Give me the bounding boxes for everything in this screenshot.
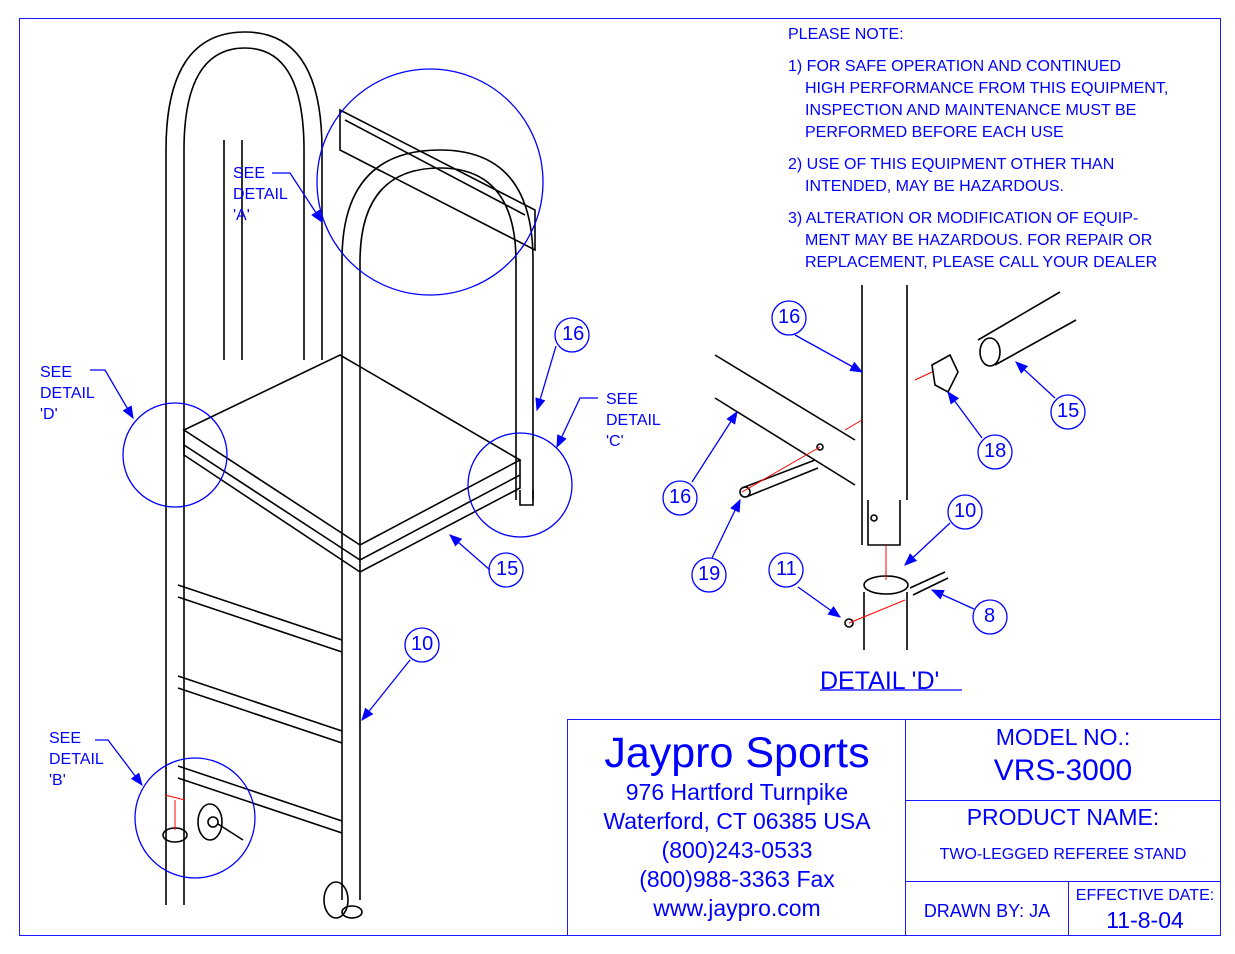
note-1-line-2: HIGH PERFORMANCE FROM THIS EQUIPMENT, — [805, 80, 1169, 97]
bolt-8 — [909, 571, 949, 596]
title-block-rule-2 — [905, 881, 1221, 882]
detail-b-circle — [134, 757, 256, 879]
star-knob-18 — [931, 353, 959, 394]
notes-block: PLEASE NOTE: 1) FOR SAFE OPERATION AND C… — [788, 24, 1168, 274]
balloon-16-detail: 16 — [778, 306, 801, 328]
detail-c-circle — [467, 432, 573, 538]
company-phone: (800)243-0533 — [661, 837, 813, 863]
balloon-10-detail: 10 — [954, 500, 977, 522]
model-label: MODEL NO.: — [995, 724, 1131, 750]
crossbar-16 — [714, 354, 856, 486]
leader-lines — [90, 172, 1086, 787]
effective-date-label: EFFECTIVE DATE: — [1075, 887, 1215, 904]
note-2: 2) USE OF THIS EQUIPMENT OTHER THAN INTE… — [788, 154, 1168, 198]
back-leg — [165, 505, 185, 905]
note-2-line-2: INTENDED, MAY BE HAZARDOUS. — [805, 178, 1064, 195]
note-3-line-1: 3) ALTERATION OR MODIFICATION OF EQUIP- — [788, 210, 1139, 227]
company-address-2: Waterford, CT 06385 USA — [603, 808, 871, 834]
front-handrail-outer — [341, 149, 534, 590]
drawn-by: DRAWN BY: JA — [923, 901, 1051, 921]
note-1: 1) FOR SAFE OPERATION AND CONTINUED HIGH… — [788, 56, 1168, 144]
title-block-rule-3 — [1068, 881, 1069, 936]
balloon-16: 16 — [562, 323, 585, 345]
back-handrail-outer — [165, 31, 323, 505]
tube-15 — [977, 291, 1077, 366]
balloon-18: 18 — [984, 440, 1007, 462]
model-value: VRS-3000 — [993, 754, 1133, 787]
note-3-line-3: REPLACEMENT, PLEASE CALL YOUR DEALER — [805, 254, 1158, 271]
rung-1 — [177, 584, 343, 653]
balloon-11: 11 — [776, 558, 797, 580]
note-1-line-4: PERFORMED BEFORE EACH USE — [805, 124, 1064, 141]
title-block-rule-1 — [905, 800, 1221, 801]
stand-geometry — [162, 31, 1077, 919]
leg-socket-10 — [863, 592, 908, 650]
front-leg — [341, 590, 361, 900]
detail-a-circle — [316, 68, 544, 296]
title-block-divider — [905, 719, 1221, 936]
detail-d-circle — [122, 402, 228, 508]
tube-16 — [861, 285, 908, 545]
rung-2 — [177, 675, 343, 744]
effective-date-value: 11-8-04 — [1106, 907, 1184, 933]
detail-circles — [122, 68, 573, 879]
balloon-8: 8 — [984, 605, 996, 627]
note-1-line-1: 1) FOR SAFE OPERATION AND CONTINUED — [788, 58, 1122, 75]
product-value: TWO-LEGGED REFEREE STAND — [939, 846, 1187, 863]
balloon-19: 19 — [698, 563, 721, 585]
company-fax: (800)988-3363 Fax — [639, 866, 835, 892]
notes-heading: PLEASE NOTE: — [788, 26, 904, 43]
note-3: 3) ALTERATION OR MODIFICATION OF EQUIP- … — [788, 208, 1168, 274]
balloon-16-crossbar: 16 — [669, 486, 692, 508]
seat-top — [182, 354, 522, 546]
bolt-19 — [741, 459, 819, 498]
company-web: www.jaypro.com — [653, 895, 821, 921]
centerlines — [164, 371, 933, 830]
title-block — [567, 719, 1221, 936]
note-1-line-3: INSPECTION AND MAINTENANCE MUST BE — [805, 102, 1137, 119]
balloon-10: 10 — [411, 633, 434, 655]
balloon-15-detail: 15 — [1057, 400, 1080, 422]
detail-d-title: DETAIL 'D' — [820, 667, 940, 695]
product-label: PRODUCT NAME: — [966, 804, 1160, 830]
balloon-15: 15 — [496, 558, 519, 580]
company-name: Jaypro Sports — [604, 729, 870, 777]
company-address-1: 976 Hartford Turnpike — [625, 779, 849, 805]
note-2-line-1: 2) USE OF THIS EQUIPMENT OTHER THAN — [788, 156, 1115, 173]
company-block: Jaypro Sports 976 Hartford Turnpike Wate… — [568, 720, 906, 936]
rung-3 — [177, 765, 343, 834]
note-3-line-2: MENT MAY BE HAZARDOUS. FOR REPAIR OR — [805, 232, 1153, 249]
